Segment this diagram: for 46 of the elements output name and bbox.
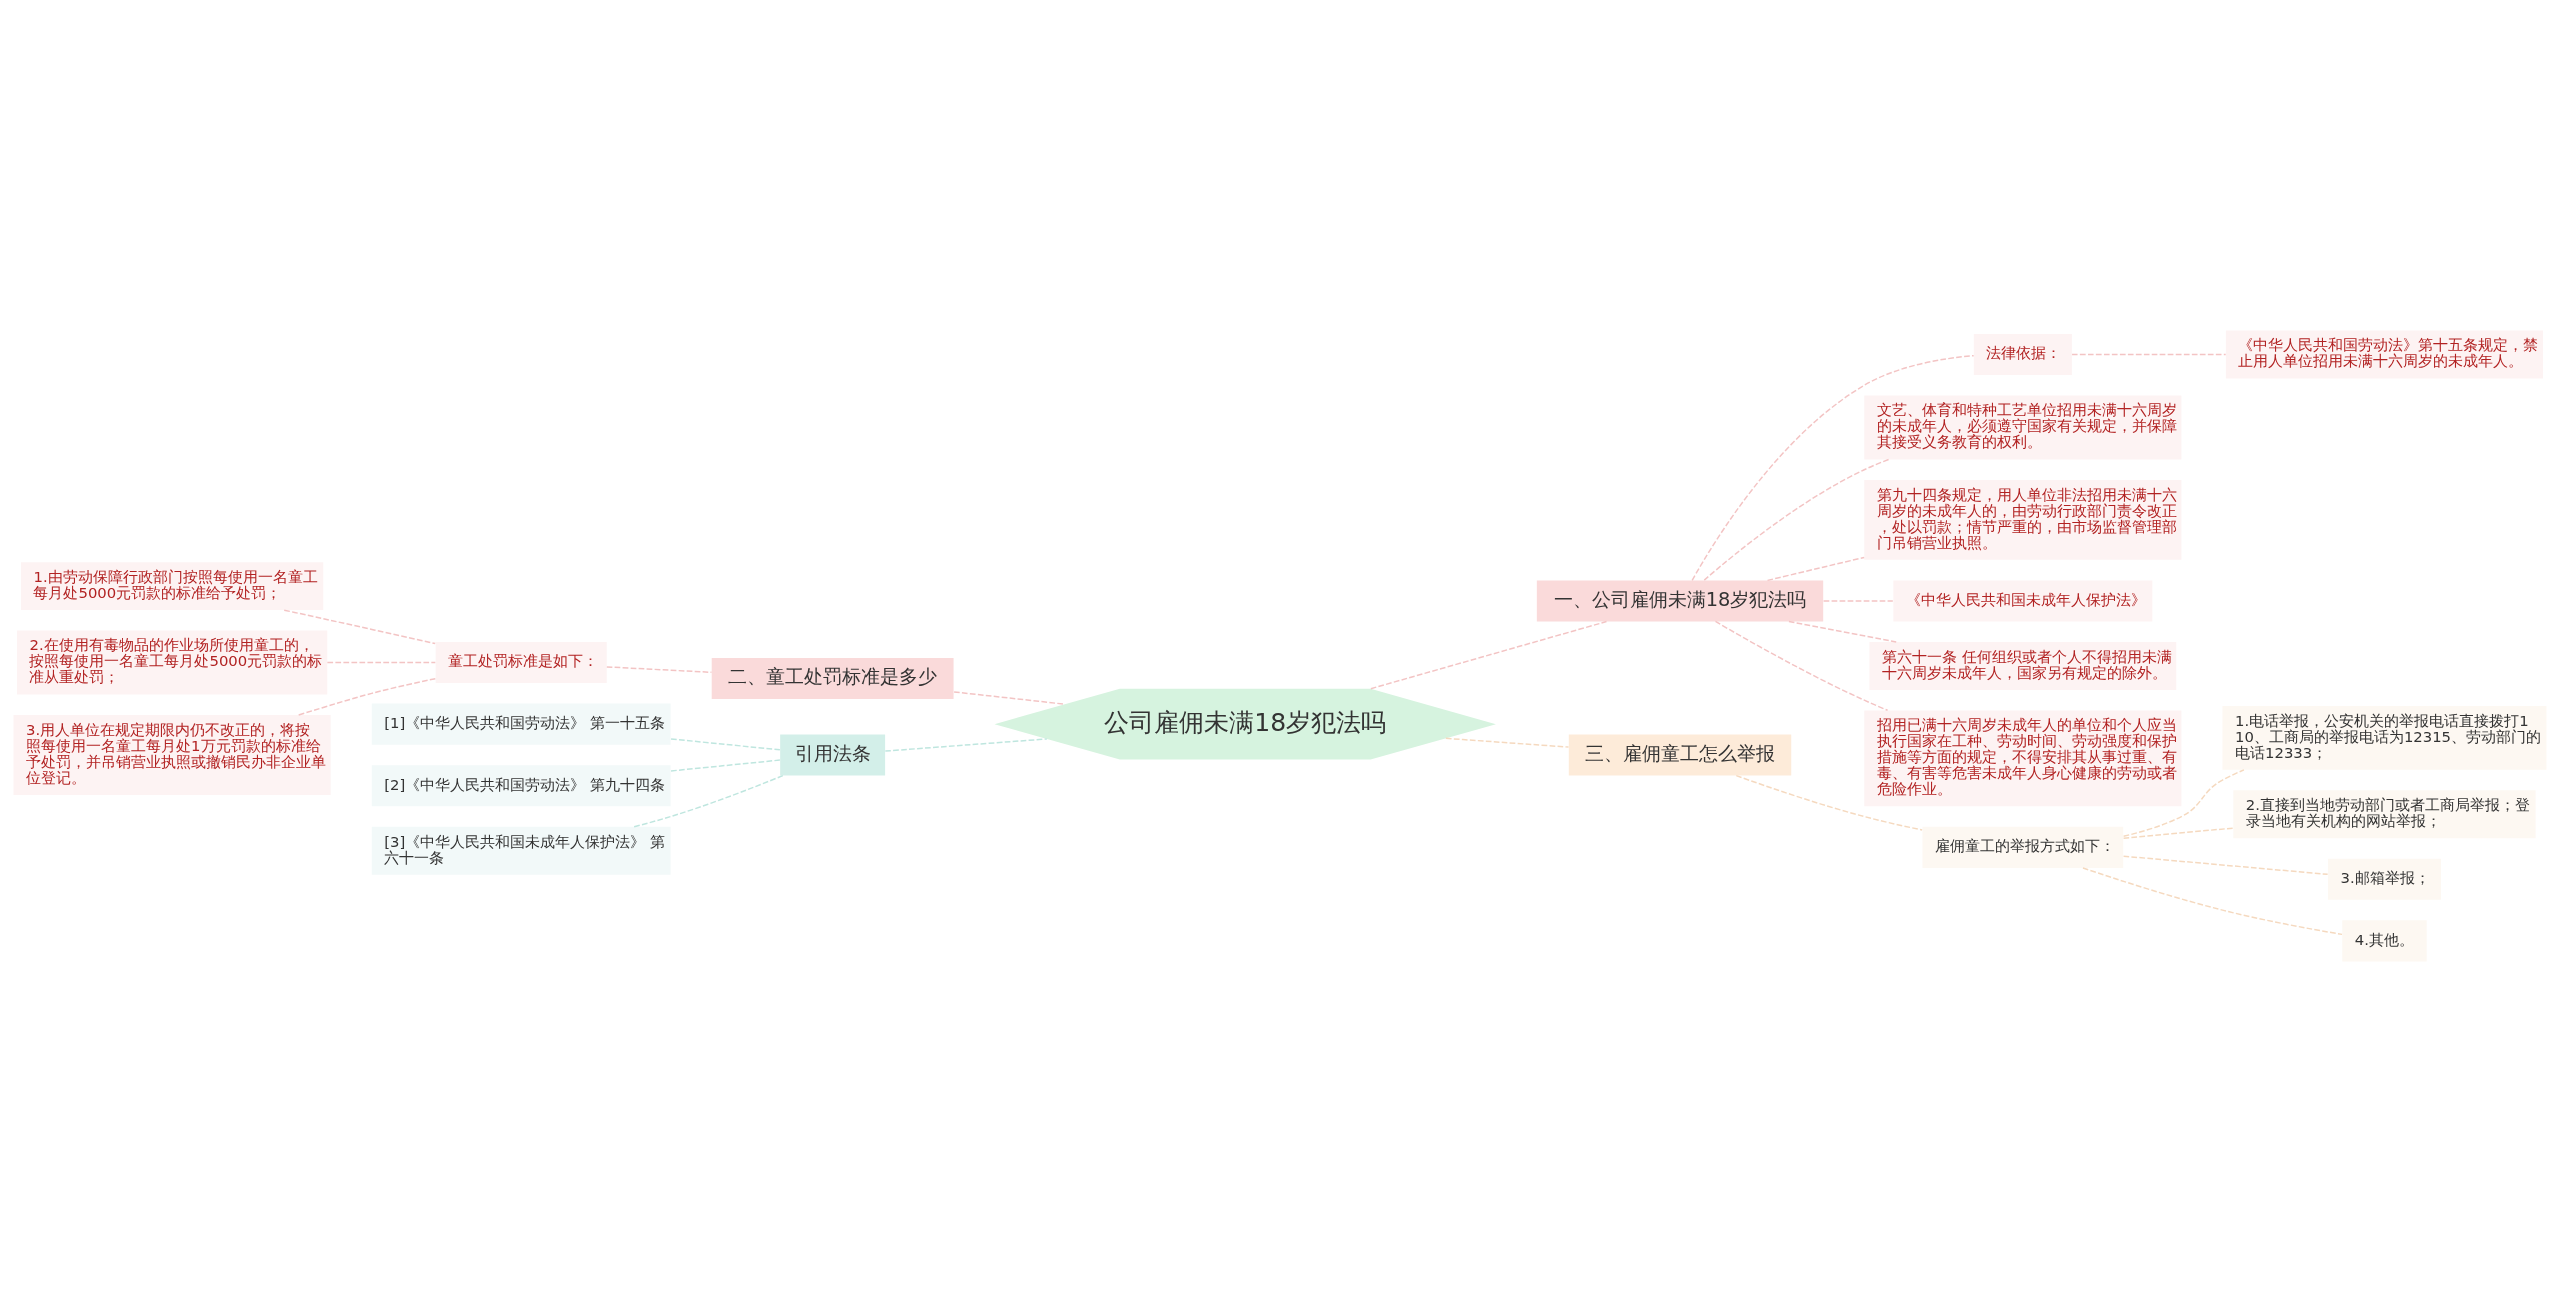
node-box: 3.用人单位在规定期限内仍不改正的，将按照每使用一名童工每月处1万元罚款的标准给予处罚，并吊销营业执照或撤销民办非企业单位登记。 [13, 715, 331, 795]
node-box: 二、童工处罚标准是多少 [711, 658, 954, 700]
node-box: 1.由劳动保障行政部门按照每使用一名童工每月处5000元罚款的标准给予处罚； [20, 562, 324, 611]
connector [884, 738, 1048, 752]
connector [1735, 774, 1923, 831]
node-box: 1.电话举报，公安机关的举报电话直接拨打110、工商局的举报电话为12315、劳动部门的电话12333； [2222, 705, 2547, 770]
node-box: 童工处罚标准是如下： [435, 642, 607, 684]
connector [1370, 620, 1608, 690]
connector [283, 609, 436, 645]
connector [1822, 600, 1894, 602]
node-box: 2.直接到当地劳动部门或者工商局举报；登录当地有关机构的网站举报； [2233, 790, 2536, 839]
connector [670, 738, 781, 751]
node-box: [1]《中华人民共和国劳动法》 第一十五条 [371, 703, 671, 745]
node-box: 文艺、体育和特种工艺单位招用未满十六周岁的未成年人，必须遵守国家有关规定，并保障其接受义务教育的权利。 [1864, 395, 2182, 460]
node-box: 《中华人民共和国未成年人保护法》 [1893, 580, 2153, 622]
connector [1703, 458, 1890, 581]
connector [2122, 827, 2234, 839]
node-box: 招用已满十六周岁未成年人的单位和个人应当执行国家在工种、劳动时间、劳动强度和保护措施等方面的规定，不得安排其从事过重、有毒、有害等危害未成年人身心健康的劳动或者危险作业。 [1864, 710, 2182, 807]
node-box: [2]《中华人民共和国劳动法》 第九十四条 [371, 765, 671, 807]
node-box: 三、雇佣童工怎么举报 [1568, 734, 1792, 776]
connector [1766, 556, 1865, 582]
connector [1445, 737, 1570, 748]
connector [297, 677, 437, 716]
connector [326, 661, 437, 664]
node-box: 第六十一条 任何组织或者个人不得招用未满十六周岁未成年人，国家另有规定的除外。 [1869, 642, 2177, 690]
connector [633, 774, 784, 828]
node-box: 《中华人民共和国劳动法》第十五条规定，禁止用人单位招用未满十六周岁的未成年人。 [2225, 330, 2544, 379]
connector [2122, 855, 2329, 876]
node-box: 第九十四条规定，用人单位非法招用未满十六周岁的未成年人的，由劳动行政部门责令改正，处以罚款；情节严重的，由市场监督管理部门吊销营业执照。 [1864, 480, 2182, 560]
connector [2122, 769, 2245, 837]
connector [670, 759, 781, 772]
connector [1691, 354, 1975, 582]
node-box: 一、公司雇佣未满18岁犯法吗 [1536, 580, 1824, 622]
connector [1788, 620, 1897, 643]
connector [2071, 353, 2227, 356]
node-box: 3.邮箱举报； [2328, 858, 2441, 900]
node-box: 2.在使用有毒物品的作业场所使用童工的，按照每使用一名童工每月处5000元罚款的标准从重处罚； [16, 630, 328, 695]
node-box: 法律依据： [1973, 334, 2072, 376]
node-box: 4.其他。 [2342, 920, 2427, 962]
connector [953, 691, 1066, 705]
node-box: [3]《中华人民共和国未成年人保护法》 第六十一条 [371, 826, 671, 875]
connector [1714, 620, 1889, 712]
connector [2082, 867, 2343, 936]
connector [606, 666, 713, 674]
node-box: 引用法条 [780, 734, 886, 776]
node-box: 雇佣童工的举报方式如下： [1922, 826, 2124, 868]
